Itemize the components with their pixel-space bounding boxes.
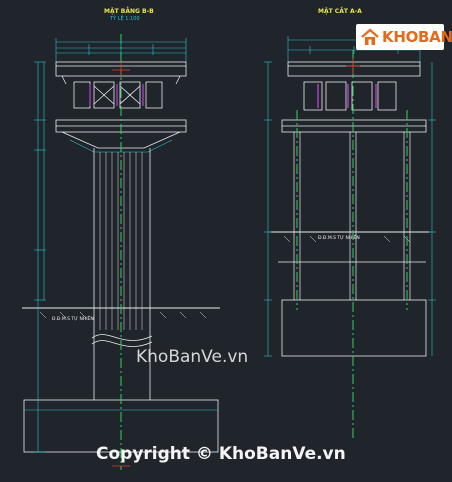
right-centerlines <box>296 50 408 440</box>
watermark-middle: KhoBanVe.vn <box>136 347 249 367</box>
column-break-line <box>91 334 153 347</box>
right-girders <box>303 81 397 111</box>
pier-column <box>93 148 151 345</box>
right-deck-slab <box>287 61 421 77</box>
left-ground-label: Đ.Đ.M.S TỰ NHIÊN <box>52 317 94 322</box>
left-side-dimensions <box>24 61 218 453</box>
right-piles <box>293 132 411 300</box>
right-footing <box>281 299 427 357</box>
left-pier-elevation <box>22 34 220 470</box>
girders <box>73 81 163 109</box>
watermark-copyright: Copyright © KhoBanVe.vn <box>96 444 346 464</box>
house-icon <box>361 28 379 45</box>
logo-text: KHOBANVE <box>382 28 452 46</box>
right-side-dimensions <box>264 61 436 357</box>
bearing-markers <box>89 84 144 106</box>
left-view-subtitle: TỶ LỆ 1:100 <box>110 16 140 22</box>
axis-markers <box>112 62 130 467</box>
left-view-title: MẶT BẰNG B-B <box>104 8 154 15</box>
right-bearing-markers <box>317 84 377 108</box>
right-ground-label: Đ.Đ.M.S TỰ NHIÊN <box>318 236 360 241</box>
column-stripes <box>99 152 143 330</box>
right-axis-marker <box>346 58 360 74</box>
right-view-title: MẶT CẮT A-A <box>318 8 362 15</box>
khobanve-logo: KHOBANVE <box>356 24 452 50</box>
